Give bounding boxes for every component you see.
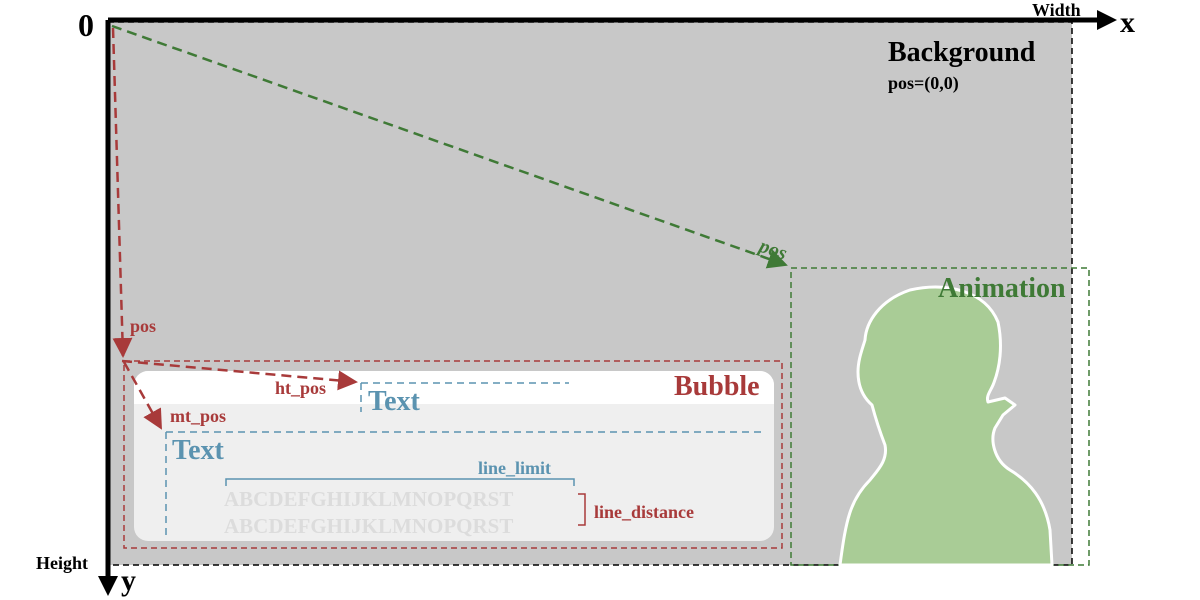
mt-pos-arrow <box>122 361 163 430</box>
line-limit-label: line_limit <box>478 458 551 478</box>
x-axis-label: x <box>1120 6 1135 39</box>
y-axis-label: y <box>121 564 136 597</box>
header-text-label: Text <box>368 386 421 417</box>
bubble-pos-label: pos <box>130 316 156 336</box>
background-pos-label: pos=(0,0) <box>888 73 959 94</box>
origin-label: 0 <box>78 7 94 43</box>
mt-pos-label: mt_pos <box>170 406 226 426</box>
character-silhouette <box>838 285 1054 567</box>
line-limit-bracket <box>225 478 575 486</box>
axes: 0 x Width y Height <box>36 0 1135 597</box>
ht-pos-label: ht_pos <box>275 378 326 398</box>
bubble-box <box>123 360 783 549</box>
background-title: Background <box>888 37 1036 68</box>
sample-line-1: ABCDEFGHIJKLMNOPQRST <box>224 487 513 511</box>
main-text-label: Text <box>172 435 225 466</box>
bubble-header-band-fill <box>134 385 774 404</box>
animation-pos-arrow <box>111 24 788 269</box>
bubble-shape <box>134 371 774 541</box>
height-label: Height <box>36 553 88 573</box>
bubble-pos-arrow <box>111 27 133 358</box>
x-axis-arrow <box>1097 10 1117 30</box>
line-distance-bracket <box>578 493 586 526</box>
width-label: Width <box>1032 0 1081 20</box>
ht-pos-arrow <box>121 359 358 391</box>
animation-title: Animation <box>938 273 1066 304</box>
y-axis-arrow <box>98 576 118 596</box>
sample-line-2: ABCDEFGHIJKLMNOPQRST <box>224 514 513 538</box>
bubble-title: Bubble <box>674 371 760 402</box>
line-distance-label: line_distance <box>594 502 694 522</box>
